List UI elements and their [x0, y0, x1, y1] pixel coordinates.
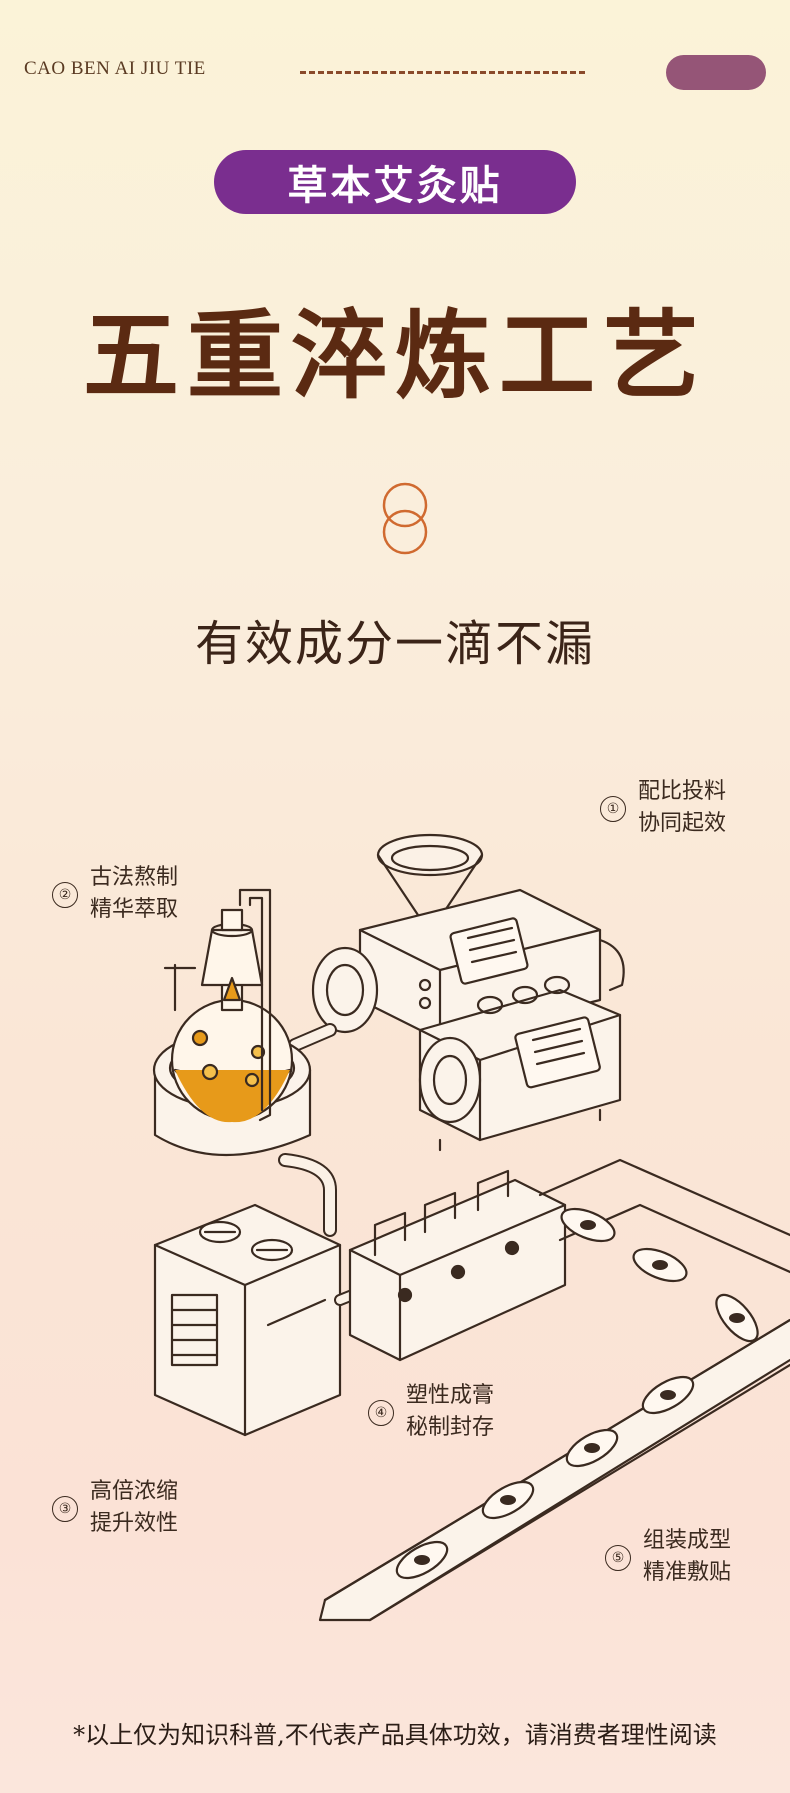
- conveyor-belt: [318, 1158, 790, 1622]
- step-title: 古法熬制: [90, 865, 179, 890]
- disclaimer-text: *以上仅为知识科普,不代表产品具体功效，请消费者理性阅读: [73, 1721, 717, 1749]
- page-headline: 五重淬炼工艺: [83, 299, 707, 412]
- step-desc: 提升效性: [90, 1511, 179, 1536]
- step-number: ②: [52, 882, 78, 908]
- step-title: 组装成型: [643, 1528, 732, 1553]
- decorative-dashed-line: [300, 71, 585, 74]
- step-desc: 精华萃取: [90, 897, 179, 922]
- step-4-label: ④ 塑性成膏 秘制封存: [368, 1380, 494, 1444]
- step-title: 塑性成膏: [406, 1383, 495, 1408]
- step-desc: 精准敷贴: [643, 1560, 732, 1585]
- step-5-label: ⑤ 组装成型 精准敷贴: [605, 1525, 731, 1589]
- brand-english-name: CAO BEN AI JIU TIE: [24, 58, 206, 79]
- decorative-pill: [666, 55, 766, 90]
- step-number: ⑤: [605, 1545, 631, 1571]
- double-ring-icon: [382, 482, 428, 555]
- step-number: ④: [368, 1400, 394, 1426]
- step-1-label: ① 配比投料 协同起效: [600, 776, 726, 840]
- shaper-block: [348, 1169, 567, 1362]
- reactor-vessel: [152, 888, 312, 1156]
- product-name-badge: 草本艾灸贴: [214, 150, 576, 214]
- concentrator-box: [153, 1203, 342, 1437]
- step-title: 配比投料: [638, 779, 727, 804]
- step-2-label: ② 古法熬制 精华萃取: [52, 862, 178, 926]
- subtitle: 有效成分一滴不漏: [194, 616, 595, 672]
- step-desc: 协同起效: [638, 811, 727, 836]
- step-3-label: ③ 高倍浓缩 提升效性: [52, 1476, 178, 1540]
- step-number: ③: [52, 1496, 78, 1522]
- step-title: 高倍浓缩: [90, 1479, 179, 1504]
- step-number: ①: [600, 796, 626, 822]
- step-desc: 秘制封存: [406, 1415, 495, 1440]
- mixer-machine-front: [418, 975, 622, 1152]
